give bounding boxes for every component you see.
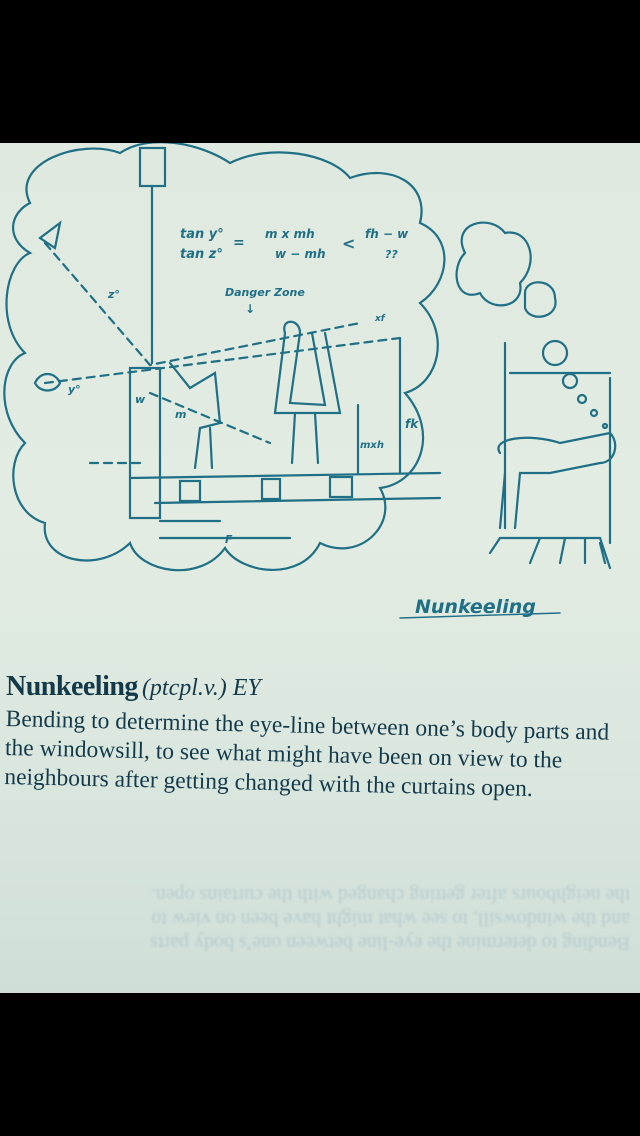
label-fk: fk [405, 417, 419, 431]
book-page: tan y° tan z° = m x mh w − mh < fh − w ?… [0, 143, 640, 993]
show-through-text: Bending to determine the eye-line betwee… [150, 884, 630, 954]
entry-heading: Nunkeeling (ptcpl.v.) EY [6, 671, 636, 703]
figure-left [168, 361, 222, 470]
formula-rhs-numerator: fh − w [365, 227, 409, 241]
eye-icon-top [38, 220, 62, 250]
thought-cloud [3, 143, 446, 572]
small-cloud-1 [455, 221, 532, 307]
dictionary-entry: Nunkeeling (ptcpl.v.) EY Bending to dete… [4, 671, 636, 802]
formula-lhs-denominator: tan z° [180, 247, 223, 262]
bending-figure [497, 431, 617, 530]
headword: Nunkeeling [6, 671, 138, 702]
formula-equals: = [233, 235, 245, 251]
small-cloud-2 [523, 281, 557, 318]
label-m: m [175, 408, 186, 421]
definition: Bending to determine the eye-line betwee… [4, 705, 610, 802]
label-mxh: mxh [360, 440, 384, 451]
formula-less-than: < [342, 234, 355, 253]
eye-icon-bottom [33, 372, 62, 392]
nunkeeling-illustration: tan y° tan z° = m x mh w − mh < fh − w ?… [3, 143, 617, 619]
danger-zone-label: Danger Zone [225, 286, 305, 299]
label-F: F [225, 533, 233, 546]
figure-right [273, 320, 342, 465]
label-xf: xf [374, 314, 386, 324]
black-bar-top [0, 0, 640, 143]
angle-z-label: z° [107, 288, 120, 301]
part-of-speech: (ptcpl.v.) EY [141, 675, 261, 701]
svg-text:↓: ↓ [245, 302, 255, 316]
small-cloud-3 [541, 339, 569, 367]
formula-rhs-denominator: ?? [385, 248, 398, 261]
label-w: w [135, 393, 146, 406]
black-bar-bottom [0, 993, 640, 1136]
formula-lhs-numerator: tan y° [180, 227, 224, 242]
wall [128, 366, 162, 520]
formula-mid-denominator: w − mh [275, 247, 326, 261]
formula-mid-numerator: m x mh [265, 227, 315, 241]
illustration-caption: Nunkeeling [415, 596, 536, 618]
angle-y-label: y° [68, 383, 81, 396]
